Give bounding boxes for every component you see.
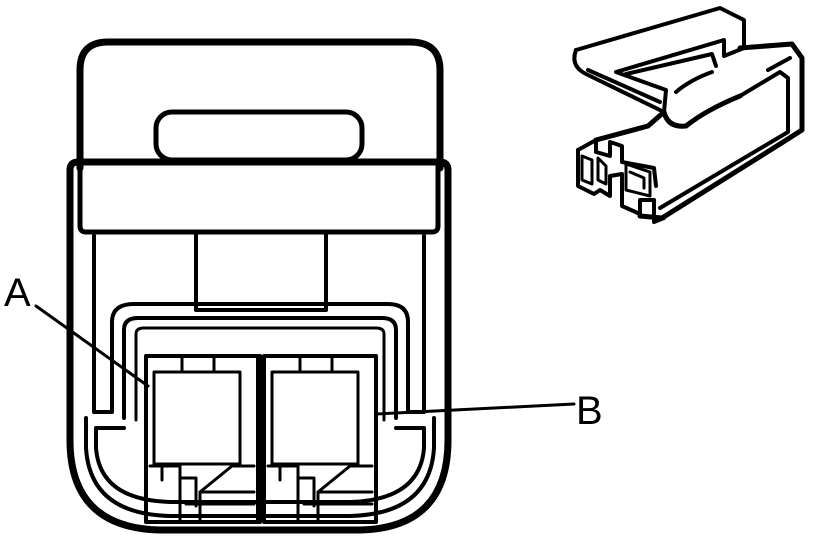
connector-outer-shell: [66, 158, 452, 534]
terminal-cavity-a: [144, 354, 260, 524]
callout-a-leader: [34, 304, 150, 388]
callout-b-label: B: [576, 389, 603, 433]
isometric-clip-view: [572, 6, 805, 224]
latch-slot: [153, 109, 365, 163]
inner-left-wall: [92, 234, 114, 414]
callout-a-label: A: [4, 271, 31, 315]
bottom-inner-contour-2: [94, 426, 426, 504]
cavity-innermost-contour: [134, 326, 386, 422]
callout-a: A: [4, 271, 150, 388]
connector-upper-housing: [76, 38, 444, 172]
housing-band: [77, 163, 441, 235]
terminal-cavity-b: [262, 354, 378, 524]
callout-b-leader: [374, 402, 576, 416]
connector-front-view: [66, 38, 452, 534]
center-tab: [194, 230, 328, 312]
cavity-outer-contour: [110, 302, 410, 412]
callout-b: B: [374, 389, 603, 433]
cavity-inner-contour: [122, 316, 398, 420]
inner-right-wall: [406, 234, 426, 414]
